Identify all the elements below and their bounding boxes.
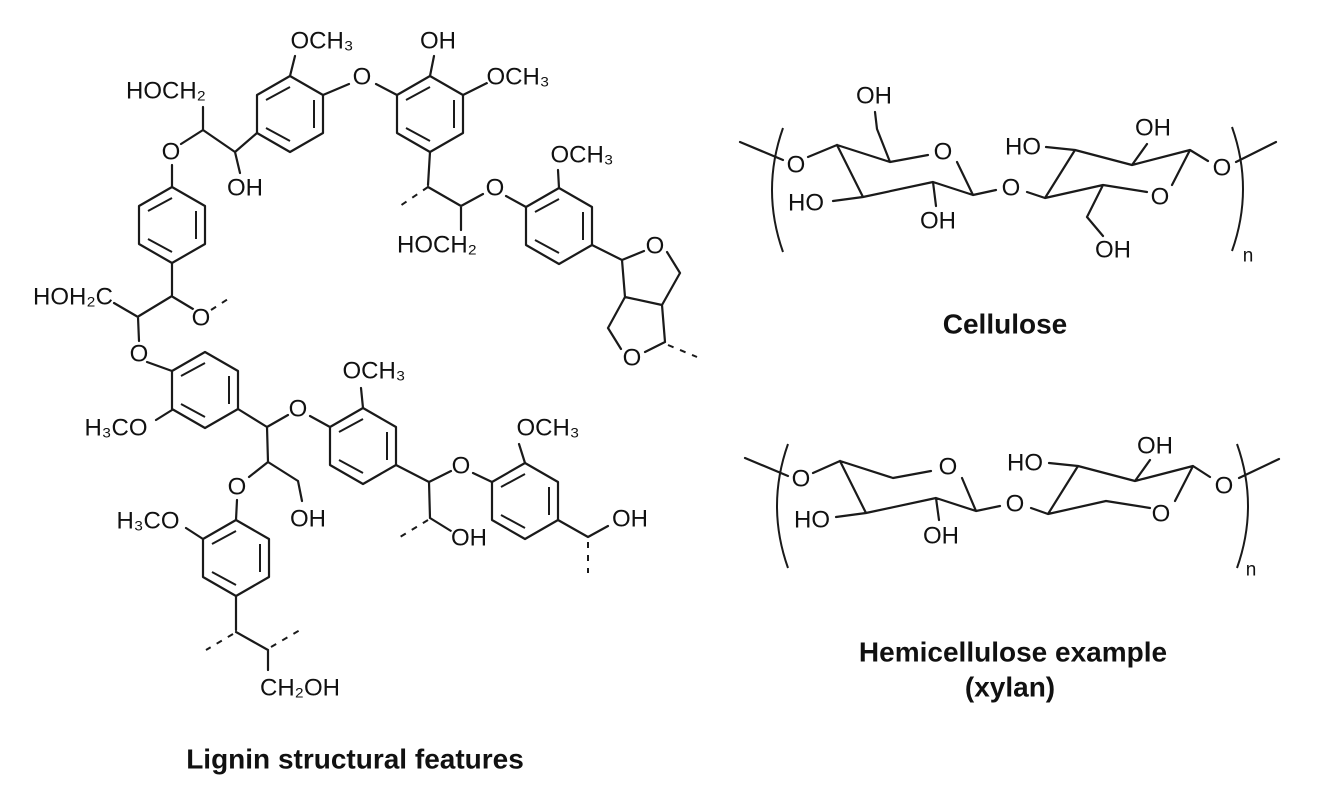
aromatic-double-bonds [147,86,584,586]
xylan-atom-labels: O HO O OH O HO OH O O n [790,431,1259,583]
hydroxyl-label: OH [1137,433,1173,460]
hydroxyl-label: OH [856,83,892,110]
hydroxyl-label: OH [420,28,456,55]
repeat-subscript-n: n [1246,560,1257,581]
lignin-atom-labels: OCH₃ OH O OCH₃ HOCH₂ O OCH₃ OH O HOCH₂ O… [31,26,666,704]
furan-oxygen-label: O [646,233,665,260]
hydroxyl-label: OH [1095,237,1131,264]
methoxy-label: OCH₃ [516,415,579,442]
bond-lines [743,456,1281,522]
cellulose-caption: Cellulose [943,309,1067,340]
ether-oxygen-label: O [130,341,149,368]
ether-oxygen-label: O [452,453,471,480]
ether-oxygen-label: O [289,396,308,423]
ring-oxygen-label: O [939,454,958,481]
ether-oxygen-label: O [353,64,372,91]
hydroxymethyl-label: HOCH₂ [397,232,477,259]
hydroxyl-label: OH [920,208,956,235]
lignin-structure: OCH₃ OH O OCH₃ HOCH₂ O OCH₃ OH O HOCH₂ O… [31,26,698,775]
methoxy-label: H₃CO [84,415,147,442]
ether-oxygen-label: O [192,305,211,332]
hydroxyl-label: HO [788,190,824,217]
hydroxyl-label: OH [227,175,263,202]
ring-oxygen-label: O [934,139,953,166]
hydroxymethyl-label: HOCH₂ [126,78,206,105]
xylan-caption-line1: Hemicellulose example [859,637,1167,668]
xylan-caption-line2: (xylan) [965,672,1055,703]
repeat-subscript-n: n [1243,246,1254,267]
lignin-caption: Lignin structural features [186,744,524,775]
cellulose-atom-labels: OH O HO O OH O HO OH O OH O n [785,81,1256,269]
ether-oxygen-label: O [486,175,505,202]
repeat-brackets [776,443,1249,569]
ether-oxygen-label: O [1213,155,1232,182]
methoxy-label: OCH₃ [342,358,405,385]
ring-oxygen-label: O [1151,184,1170,211]
ether-oxygen-label: O [228,474,247,501]
glycosidic-oxygen-label: O [1006,491,1025,518]
hydroxymethyl-label: HOH₂C [33,284,113,311]
methoxy-label: OCH₃ [290,28,353,55]
methoxy-label: OCH₃ [486,64,549,91]
dashed-bond-lines [205,186,698,651]
xylan-structure: O HO O OH O HO OH O O n Hemicellulose ex… [743,431,1281,703]
hydroxyl-label: OH [451,525,487,552]
ring-oxygen-label: O [1152,501,1171,528]
bond-lines [738,110,1278,238]
benzene-rings [137,74,594,598]
hydroxyl-label: HO [1005,134,1041,161]
hydroxyl-label: OH [923,523,959,550]
hydroxymethyl-label: CH₂OH [260,675,340,702]
ether-oxygen-label: O [1215,473,1234,500]
hydroxyl-label: HO [794,507,830,534]
methoxy-label: OCH₃ [550,142,613,169]
ether-oxygen-label: O [792,466,811,493]
bond-lines [112,54,682,672]
hydroxyl-label: OH [1135,115,1171,142]
cellulose-structure: OH O HO O OH O HO OH O OH O n Cellulose [738,81,1278,340]
hydroxyl-label: OH [612,506,648,533]
hydroxyl-label: HO [1007,450,1043,477]
furan-oxygen-label: O [623,345,642,372]
ether-oxygen-label: O [787,152,806,179]
hydroxyl-label: OH [290,506,326,533]
ether-oxygen-label: O [162,139,181,166]
glycosidic-oxygen-label: O [1002,175,1021,202]
methoxy-label: H₃CO [116,508,179,535]
repeat-brackets [771,126,1244,253]
